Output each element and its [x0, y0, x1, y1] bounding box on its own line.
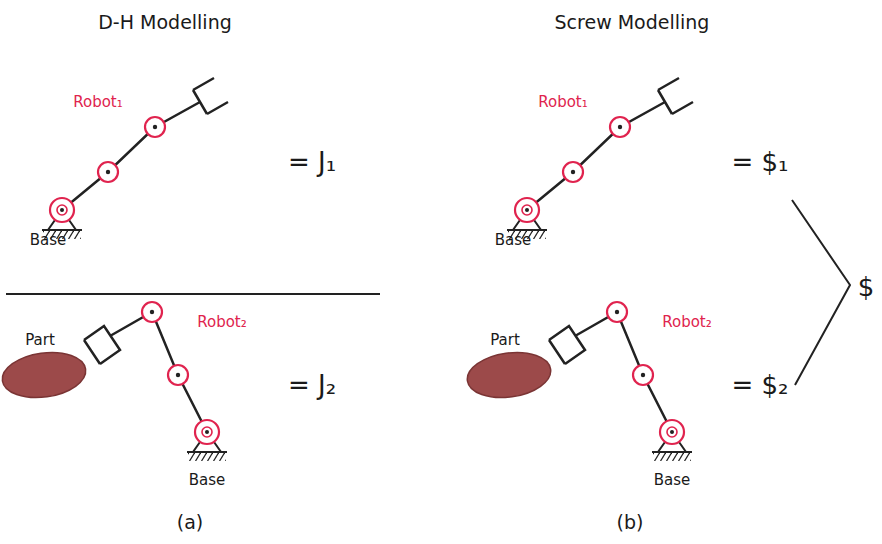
screw-label: = $₁	[731, 148, 788, 177]
robot-arm	[507, 78, 693, 239]
screw-label: $	[858, 273, 875, 302]
robot-label: Robot₁	[538, 94, 588, 111]
subfigure-label: (a)	[177, 512, 203, 533]
part-label: Part	[25, 332, 55, 349]
column-title: D-H Modelling	[98, 12, 232, 33]
screw-label: = $₂	[731, 371, 788, 400]
robot-label: Robot₂	[662, 314, 712, 331]
base-label: Base	[189, 472, 226, 489]
robot-arm	[42, 78, 228, 239]
subfigure-label: (b)	[617, 512, 644, 533]
part-label: Part	[490, 332, 520, 349]
robot-label: Robot₁	[73, 94, 123, 111]
jacobian-label: = J₂	[288, 371, 336, 400]
column-title: Screw Modelling	[555, 12, 710, 33]
bracket	[792, 200, 850, 385]
jacobian-label: = J₁	[288, 148, 336, 177]
divider-line	[6, 293, 380, 295]
base-label: Base	[30, 232, 67, 249]
robot-arm	[464, 302, 692, 461]
base-label: Base	[495, 232, 532, 249]
robot-arm	[0, 302, 227, 461]
robot-label: Robot₂	[197, 314, 247, 331]
base-label: Base	[654, 472, 691, 489]
